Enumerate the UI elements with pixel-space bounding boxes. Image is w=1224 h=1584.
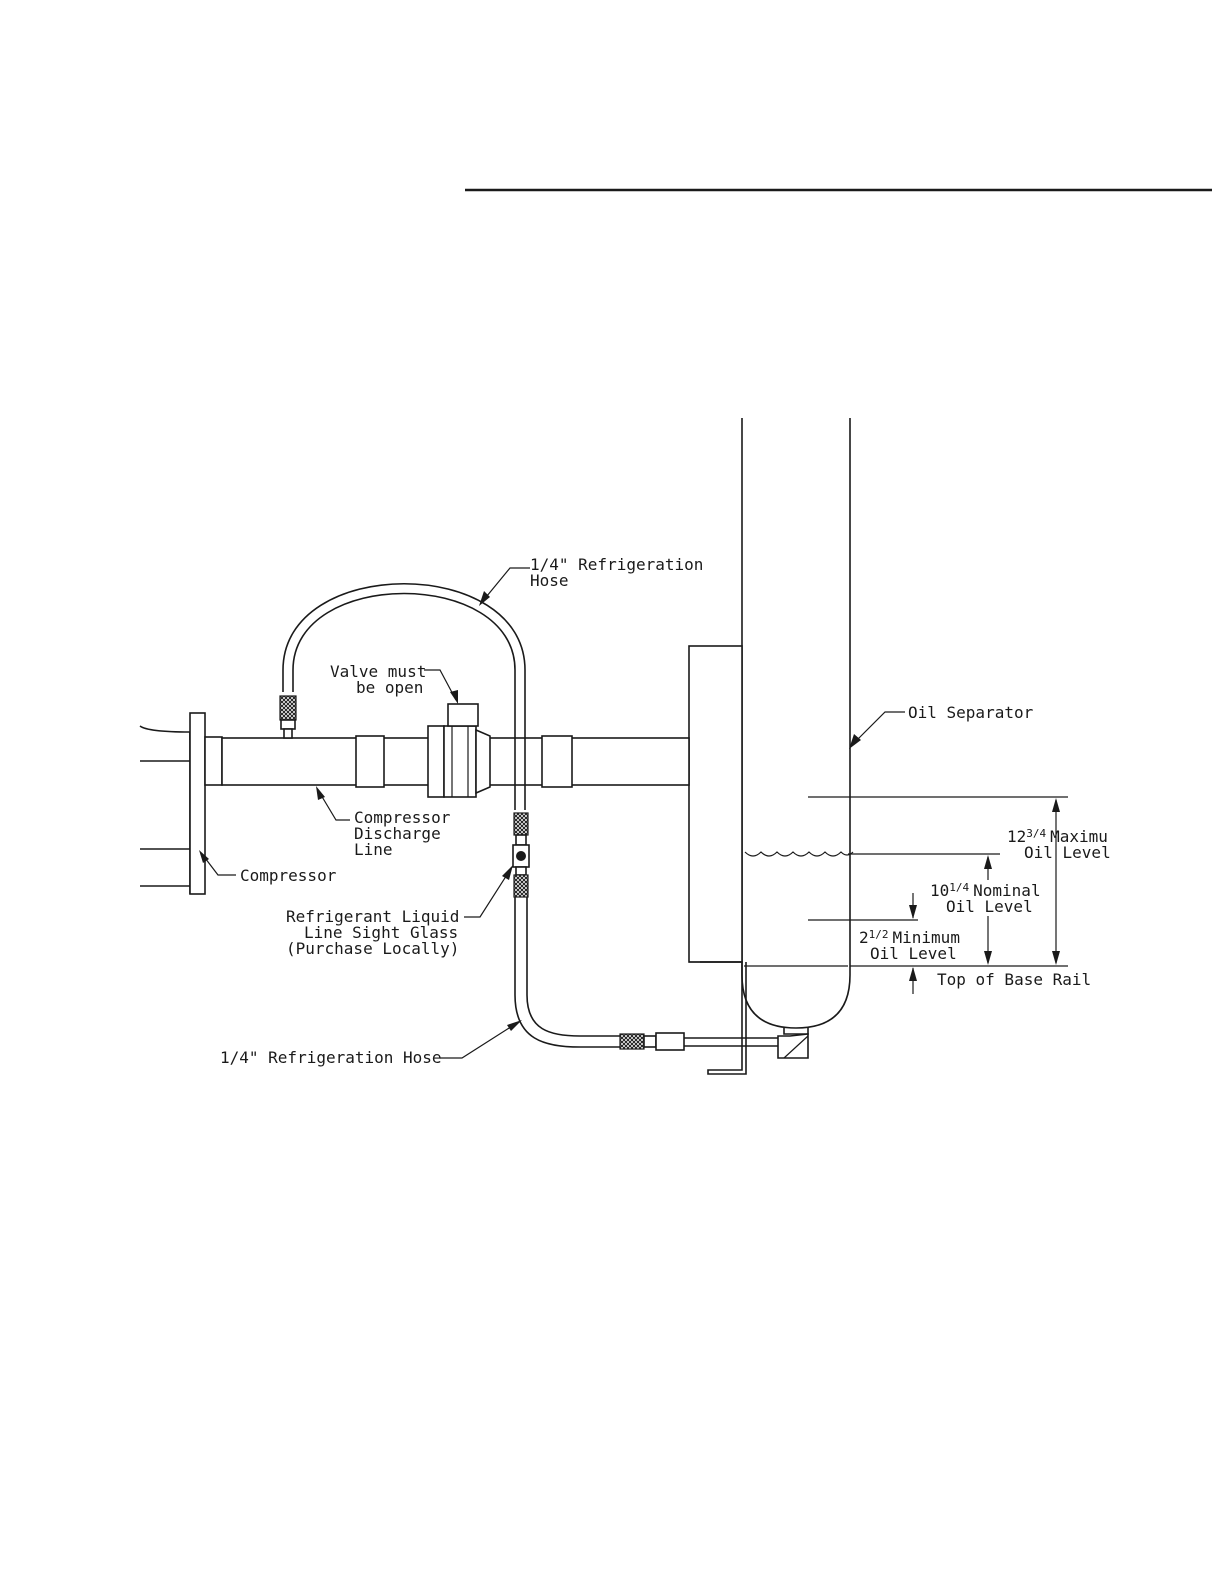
min-frac: 1/2 [869,928,889,941]
dimension-max [1052,798,1060,965]
label-sight-glass-line3: (Purchase Locally) [286,939,459,958]
label-bottom-hose: 1/4" Refrigeration Hose [220,1048,442,1067]
label-minimum-level-line2: Oil Level [870,944,957,963]
max-frac: 3/4 [1026,827,1046,840]
sight-glass [513,813,529,897]
oil-surface-wave [745,852,853,856]
label-top-hose-line2: Hose [530,571,569,590]
label-oil-separator: Oil Separator [908,703,1034,722]
label-discharge-line3: Line [354,840,393,859]
label-compressor: Compressor [240,866,337,885]
min-whole: 2 [859,928,869,947]
oil-separator-tank [742,418,850,1034]
label-valve-line2: be open [356,678,423,697]
leader-discharge [316,786,350,820]
service-valve [428,704,490,797]
compressor-body [140,713,222,894]
label-nominal-level-line2: Oil Level [946,897,1033,916]
leader-sight-glass [464,865,513,917]
leader-valve [424,670,458,704]
mounting-bracket [689,646,746,1074]
label-max-level-line2: Oil Level [1024,843,1111,862]
nom-frac: 1/4 [949,881,969,894]
label-base-rail: Top of Base Rail [937,970,1091,989]
leader-bottom-hose [440,1020,522,1058]
bottom-refrigeration-hose [515,897,808,1058]
leader-top-hose [479,568,530,606]
leader-oil-separator [849,712,905,749]
